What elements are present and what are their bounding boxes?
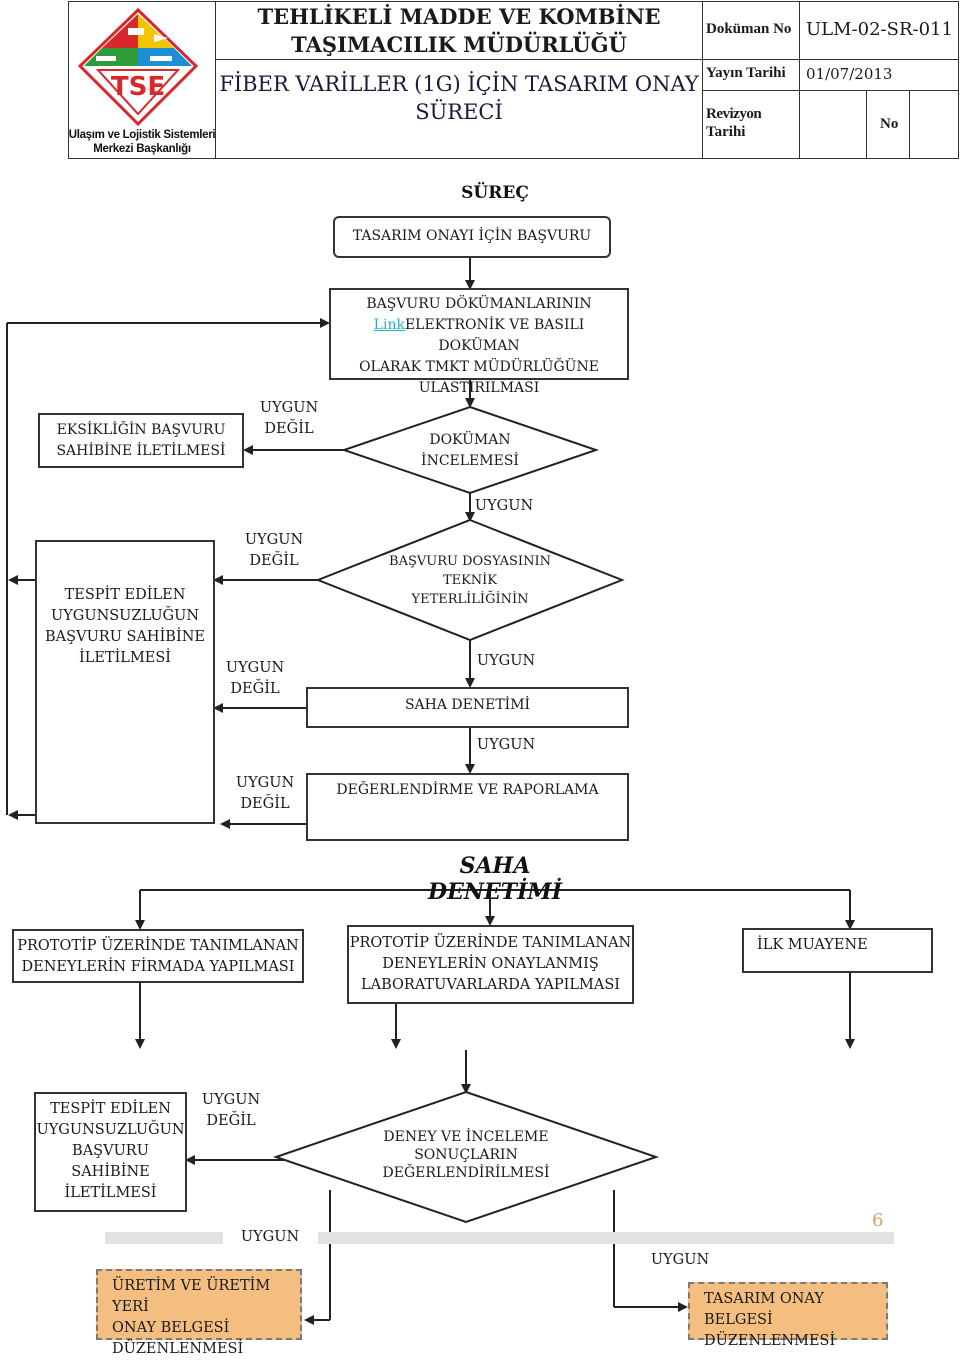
- docs-submission-box: BAŞVURU DÖKÜMANLARININ LinkELEKTRONİK VE…: [329, 288, 629, 396]
- firm-tests-box: PROTOTİP ÜZERİNDE TANIMLANAN DENEYLERİN …: [12, 929, 304, 983]
- doc-no-value: ULM-02-SR-011: [806, 19, 953, 40]
- eval-report-box: DEĞERLENDİRME VE RAPORLAMA: [306, 773, 629, 841]
- docs-line1: BAŞVURU DÖKÜMANLARININ: [366, 296, 592, 312]
- deficiency-notice-box: EKSİKLİĞİN BAŞVURU SAHİBİNE İLETİLMESİ: [38, 413, 244, 468]
- apply-box: TASARIM ONAYI İÇİN BAŞVURU: [333, 216, 611, 258]
- deficiency-line1: EKSİKLİĞİN BAŞVURU: [56, 422, 226, 438]
- label-uygun-degil-5-word2: DEĞİL: [206, 1113, 256, 1129]
- production-cert-line3: DÜZENLENMESİ: [112, 1341, 244, 1357]
- section-title-site-audit: SAHA DENETİMİ: [427, 853, 563, 905]
- page-number: 6: [872, 1210, 884, 1231]
- eval-line2: SONUÇLARIN: [414, 1147, 518, 1163]
- lab-tests-line3: LABORATUVARLARDA YAPILMASI: [360, 977, 620, 993]
- doc-review-line1: DOKÜMAN: [429, 432, 511, 448]
- label-uygun-degil-3-word1: UYGUN: [225, 660, 285, 676]
- results-eval-diamond: [272, 1090, 660, 1224]
- design-cert-line1: TASARIM ONAY BELGESİ: [704, 1291, 824, 1328]
- eval-report-label: DEĞERLENDİRME VE RAPORLAMA: [336, 782, 599, 798]
- label-uygun-degil-1-word2: DEĞİL: [264, 421, 314, 437]
- docs-line4: ULASTIRILMASI: [418, 380, 540, 396]
- results-eval-text: DENEY VE İNCELEME SONUÇLARIN DEĞERLENDİR…: [366, 1128, 566, 1182]
- label-uygun-degil-4-word1: UYGUN: [235, 775, 295, 791]
- doc-review-text: DOKÜMAN İNCELEMESİ: [400, 430, 540, 472]
- docs-link[interactable]: Link: [373, 317, 405, 333]
- label-uygun-degil-1: UYGUN DEĞİL: [258, 398, 320, 440]
- label-uygun-3: UYGUN: [476, 737, 536, 753]
- nonconf-line4: İLETİLMESİ: [78, 650, 172, 666]
- nonconf2-line2: UYGUNSUZLUĞUN: [36, 1122, 185, 1138]
- nonconf2-line4: SAHİBİNE: [71, 1164, 150, 1180]
- rev-no-value-cell: [909, 90, 959, 159]
- label-uygun-degil-5-word1: UYGUN: [201, 1092, 261, 1108]
- label-uygun-degil-3: UYGUN DEĞİL: [224, 658, 286, 700]
- header-title-line2: TAŞIMACILIK MÜDÜRLÜĞÜ: [291, 32, 627, 57]
- label-uygun-1: UYGUN: [474, 498, 534, 514]
- label-uygun-degil-2: UYGUN DEĞİL: [244, 532, 304, 569]
- tech-line1: BAŞVURU DOSYASININ: [389, 554, 551, 569]
- nonconf2-line3: BAŞVURU: [72, 1143, 149, 1159]
- first-inspection-label: İLK MUAYENE: [757, 937, 868, 953]
- header-subtitle-line1: FİBER VARİLLER (1G) İÇİN TASARIM ONAY: [219, 72, 699, 96]
- eval-line3: DEĞERLENDİRİLMESİ: [382, 1165, 550, 1181]
- deficiency-line2: SAHİBİNE İLETİLMESİ: [56, 443, 226, 459]
- site-audit-label: SAHA DENETİMİ: [404, 697, 531, 713]
- pub-date-value: 01/07/2013: [806, 65, 893, 83]
- eval-line1: DENEY VE İNCELEME: [383, 1129, 549, 1145]
- rev-date-label-2: Tarihi: [706, 124, 746, 140]
- design-cert-box: TASARIM ONAY BELGESİ DÜZENLENMESİ: [688, 1282, 888, 1349]
- org-name: Ulaşım ve Lojistik Sistemleri Merkezi Ba…: [68, 129, 216, 155]
- label-uygun-degil-4: UYGUN DEĞİL: [234, 773, 296, 815]
- label-uygun-degil-5: UYGUN DEĞİL: [200, 1090, 262, 1132]
- rev-no-label: No: [880, 116, 899, 132]
- tech-adequacy-diamond: [315, 518, 625, 642]
- first-inspection-box: İLK MUAYENE: [742, 928, 933, 973]
- label-uygun-5: UYGUN: [650, 1252, 710, 1268]
- label-uygun-degil-1-word1: UYGUN: [259, 400, 319, 416]
- logo-text: TSE: [110, 72, 166, 102]
- site-audit-box: SAHA DENETİMİ: [306, 687, 629, 728]
- doc-review-line2: İNCELEMESİ: [421, 453, 519, 469]
- pub-date-label: Yayın Tarihi: [706, 65, 786, 81]
- doc-no-label: Doküman No: [706, 21, 792, 37]
- production-cert-line1: ÜRETİM VE ÜRETİM YERİ: [112, 1278, 271, 1315]
- label-uygun-degil-4-word2: DEĞİL: [240, 796, 290, 812]
- label-uygun-2: UYGUN: [476, 653, 536, 669]
- nonconf2-line1: TESPİT EDİLEN: [50, 1101, 171, 1117]
- nonconf-line3: BAŞVURU SAHİBİNE: [45, 629, 205, 645]
- lab-tests-line2: DENEYLERİN ONAYLANMIŞ: [382, 956, 599, 972]
- nonconf-line1: TESPİT EDİLEN: [64, 587, 186, 603]
- nonconformity-notice-box-2: TESPİT EDİLEN UYGUNSUZLUĞUN BAŞVURU SAHİ…: [34, 1092, 187, 1212]
- tse-logo: [78, 8, 198, 126]
- nonconf-line2: UYGUNSUZLUĞUN: [50, 608, 200, 624]
- production-cert-line2: ONAY BELGESİ: [112, 1320, 230, 1336]
- label-uygun-4: UYGUN: [240, 1229, 300, 1245]
- header-title-line1: TEHLİKELİ MADDE VE KOMBİNE: [257, 4, 661, 29]
- lab-tests-box: PROTOTİP ÜZERİNDE TANIMLANAN DENEYLERİN …: [347, 925, 634, 1004]
- design-cert-line2: DÜZENLENMESİ: [704, 1333, 836, 1349]
- nonconf2-line5: İLETİLMESİ: [64, 1185, 157, 1201]
- grey-bar-right: [318, 1232, 894, 1244]
- lab-tests-line1: PROTOTİP ÜZERİNDE TANIMLANAN: [349, 935, 632, 951]
- grey-bar-left: [105, 1232, 223, 1244]
- nonconformity-notice-box: TESPİT EDİLEN UYGUNSUZLUĞUN BAŞVURU SAHİ…: [35, 540, 215, 824]
- tech-adequacy-text: BAŞVURU DOSYASININ TEKNİK YETERLİLİĞİNİN: [370, 552, 570, 609]
- doc-review-diamond: [340, 405, 600, 495]
- section-title-process: SÜREÇ: [461, 183, 529, 203]
- firm-tests-line2: DENEYLERİN FİRMADA YAPILMASI: [21, 959, 295, 975]
- rev-date-label-1: Revizyon: [706, 106, 762, 122]
- label-uygun-degil-3-word2: DEĞİL: [230, 681, 280, 697]
- production-cert-box: ÜRETİM VE ÜRETİM YERİ ONAY BELGESİ DÜZEN…: [96, 1269, 302, 1357]
- tech-line3: YETERLİLİĞİNİN: [411, 592, 529, 607]
- apply-box-label: TASARIM ONAYI İÇİN BAŞVURU: [352, 228, 592, 244]
- header-subtitle-line2: SÜRECİ: [415, 100, 503, 124]
- docs-line2: ELEKTRONİK VE BASILI DOKÜMAN: [404, 317, 585, 354]
- tech-line2: TEKNİK: [442, 573, 498, 588]
- firm-tests-line1: PROTOTİP ÜZERİNDE TANIMLANAN: [17, 938, 299, 954]
- docs-line3: OLARAK TMKT MÜDÜRLÜĞÜNE: [359, 359, 599, 375]
